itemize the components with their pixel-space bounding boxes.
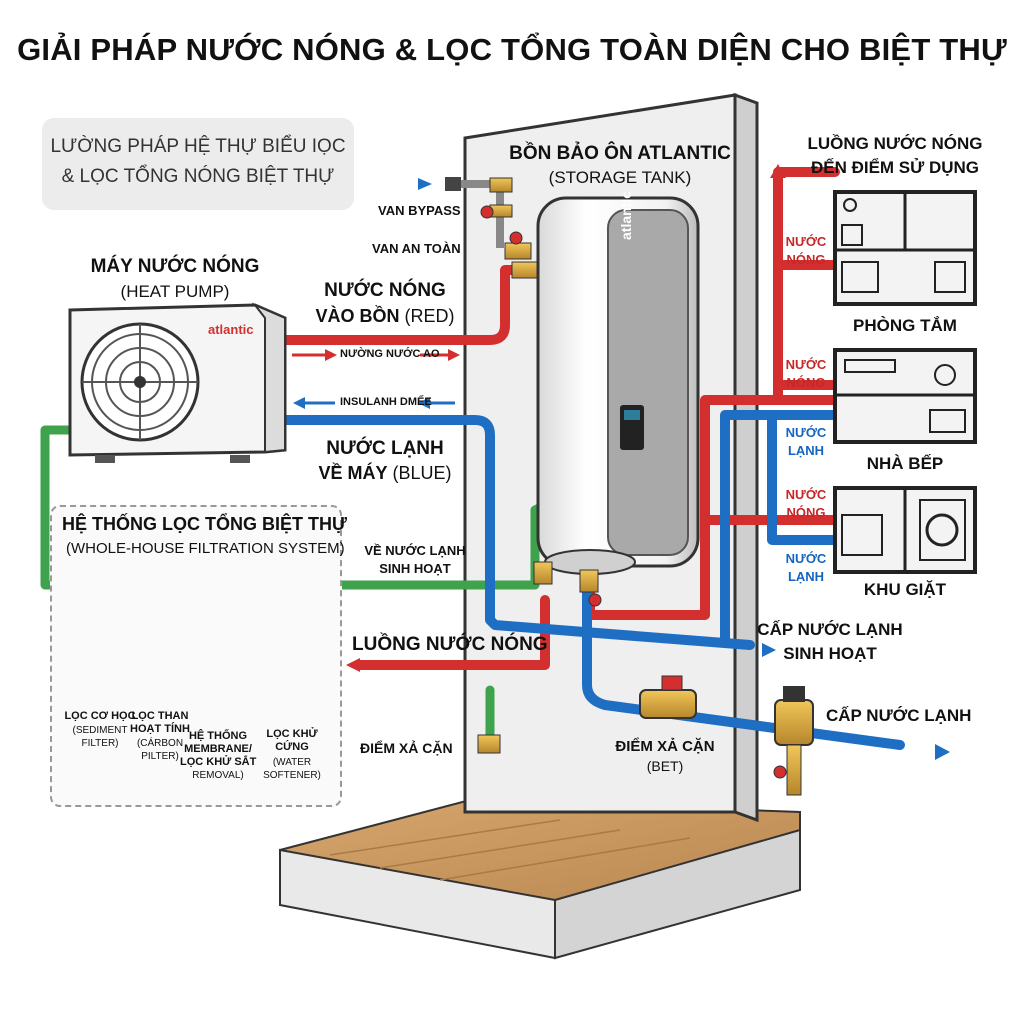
- cold-supply-domestic-2: SINH HOẠT: [783, 644, 877, 663]
- filter-2-en-1: (CÁRBON: [136, 738, 184, 749]
- filtration-panel: [50, 505, 342, 807]
- floorplan-kitchen: [833, 348, 977, 444]
- cold-supply-domestic-1: CẤP NƯỚC LẠNH: [757, 620, 903, 639]
- filtration-title: HỆ THỐNG LỌC TỔNG BIỆT THỰ: [62, 514, 347, 534]
- domestic-return-label-1: VỀ NƯỚC LẠNH: [364, 543, 466, 558]
- laundry-hot-2: NÓNG: [786, 505, 826, 520]
- heat-pump-sublabel: (HEAT PUMP): [120, 282, 230, 301]
- floorplan-bathroom: [833, 190, 977, 306]
- filter-4-en-2: SOFTENER): [263, 770, 321, 781]
- tank-brand: atlantic: [618, 190, 634, 240]
- filter-2-name-2: HOẠT TÍNH: [130, 723, 190, 735]
- filter-4-name-2: CỨNG: [275, 741, 309, 753]
- info-line-2: & LỌC TỔNG NÓNG BIỆT THỰ: [61, 166, 335, 187]
- hot-in-label-2: VÀO BỒN: [315, 306, 400, 326]
- laundry-cold-2: LẠNH: [787, 569, 825, 584]
- tank-label: BỒN BẢO ÔN ATLANTIC: [509, 143, 731, 164]
- bath-hot-1: NƯỚC: [785, 234, 827, 249]
- cold-back-color: (BLUE): [392, 463, 452, 483]
- filter-4-en-1: (WATER: [272, 757, 312, 768]
- filter-2-en-2: PILTER): [141, 751, 179, 762]
- filtration-subtitle: (WHOLE-HOUSE FILTRATION SYSTEM): [66, 540, 345, 557]
- bathroom-label: PHÒNG TẮM: [853, 316, 957, 335]
- laundry-cold-1: NƯỚC: [785, 551, 827, 566]
- filter-1-en-2: FILTER): [81, 738, 119, 749]
- laundry-hot-1: NƯỚC: [785, 487, 827, 502]
- drain-right-sublabel: (BET): [646, 758, 684, 774]
- filter-3-name-1: HỆ THỐNG: [188, 730, 248, 742]
- filter-1-name: LỌC CƠ HỌC: [64, 710, 136, 722]
- page-title: GIẢI PHÁP NƯỚC NÓNG & LỌC TỔNG TOÀN DIỆN…: [17, 32, 1007, 67]
- floorplan-laundry: [833, 486, 977, 574]
- kitchen-cold-1: NƯỚC: [785, 425, 827, 440]
- floor-platform: [279, 798, 801, 960]
- cold-back-label-2: VỀ MÁY: [318, 463, 388, 483]
- kitchen-cold-2: LẠNH: [787, 443, 825, 458]
- hot-in-color: (RED): [404, 306, 455, 326]
- kitchen-hot-2: NÓNG: [786, 375, 826, 390]
- hot-in-label-1: NƯỚC NÓNG: [324, 280, 446, 301]
- tank-sublabel: (STORAGE TANK): [548, 168, 692, 187]
- cold-arrow-label: INSULANH DMẾE: [340, 396, 432, 408]
- filter-3-name-3: LỌC KHỬ SẮT: [180, 756, 257, 768]
- drain-left-label: ĐIỂM XẢ CẶN: [360, 740, 453, 756]
- valve-safety-label: VAN AN TOÀN: [372, 241, 461, 256]
- drain-right-label: ĐIỂM XẢ CẶN: [615, 738, 715, 755]
- hot-arrow-label: NƯỜNG NƯỚC AO: [340, 348, 440, 360]
- flow-arrows: [292, 164, 950, 760]
- filter-2-name-1: LỌC THAN: [131, 710, 189, 722]
- info-line-1: LƯỜNG PHÁP HỆ THỰ BIỂU IỌC: [50, 136, 346, 157]
- cold-back-label-1: NƯỚC LẠNH: [326, 438, 444, 459]
- bath-hot-2: NÓNG: [786, 252, 826, 267]
- cold-pipes: [265, 410, 905, 750]
- filter-1-en-1: (SEDIMENT: [72, 725, 128, 736]
- valve-bypass-label: VAN BYPASS: [378, 203, 461, 218]
- heat-pump-brand: atlantic: [208, 322, 254, 337]
- hot-flow-label: LUỒNG NƯỚC NÓNG: [352, 634, 548, 655]
- laundry-label: KHU GIẶT: [863, 580, 947, 599]
- use-points-header-1: LUỒNG NƯỚC NÓNG: [807, 134, 983, 153]
- filter-4-name-1: LỌC KHỬ: [266, 728, 318, 740]
- kitchen-hot-1: NƯỚC: [785, 357, 827, 372]
- heat-pump-label: MÁY NƯỚC NÓNG: [90, 256, 260, 277]
- bypass-assembly: [445, 177, 539, 279]
- filter-3-en: REMOVAL): [192, 770, 244, 781]
- heat-pump-unit: [68, 302, 287, 463]
- filter-3-name-2: MEMBRANE/: [184, 743, 252, 755]
- kitchen-label: NHÀ BẾP: [866, 454, 944, 473]
- cold-supply-label: CẤP NƯỚC LẠNH: [826, 706, 972, 725]
- info-box: [42, 118, 354, 210]
- drain-valves: [477, 675, 814, 796]
- domestic-return-label-2: SINH HOẠT: [379, 561, 451, 576]
- use-points-header-2: ĐẾN ĐIỂM SỬ DỤNG: [810, 158, 980, 177]
- storage-tank: [533, 196, 700, 607]
